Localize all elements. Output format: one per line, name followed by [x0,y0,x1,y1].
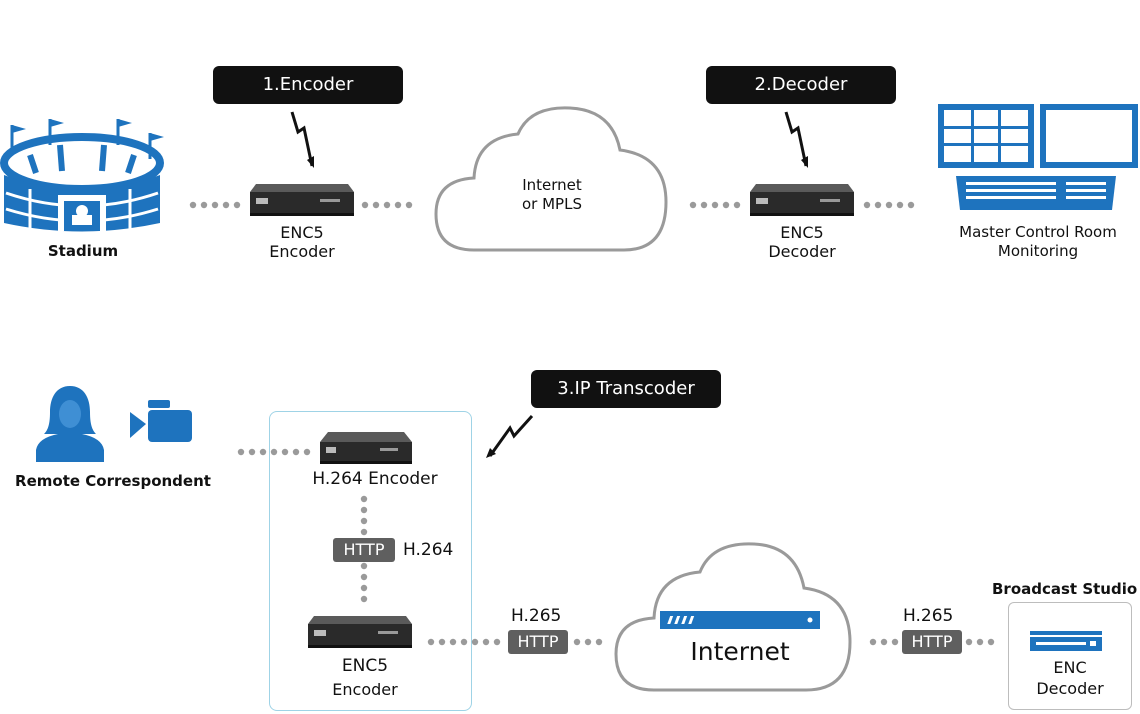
cloud-line1-label: Internet [522,176,582,194]
dotted-connector [689,201,741,209]
h264-protocol-label: H.264 [403,540,454,560]
dotted-connector [237,448,311,456]
enc5-encoder-device-icon [308,616,412,648]
correspondent-label: Remote Correspondent [15,472,211,490]
step-3-transcoder-tag: 3.IP Transcoder [531,370,721,408]
vertical-dotted-connector [360,495,368,603]
cloud-line2-label: or MPLS [522,195,582,213]
dotted-connector [427,638,501,646]
decoder-name-label: ENC5 [780,223,824,242]
dotted-connector [573,638,603,646]
correspondent-person-icon [36,386,104,462]
h265-right-label: H.265 [903,606,954,626]
stadium-icon [0,119,164,232]
decoder-device-icon [1030,631,1102,651]
router-device-icon [660,611,820,629]
decoder-role-label: Decoder [768,242,836,261]
dotted-connector [869,638,899,646]
encoder-role-label: Encoder [269,242,335,261]
enc5-role-label: Encoder [332,680,398,699]
enc5-name-label: ENC5 [341,656,389,676]
dotted-connector [361,201,413,209]
monitoring-workstation-icon [938,104,1138,210]
broadcast-studio-title: Broadcast Studio [992,580,1138,598]
dotted-connector [189,201,241,209]
dotted-connector [863,201,915,209]
cloud-icon [434,106,668,252]
wireless-signal-icon [486,414,534,458]
transcoder-group-box [269,411,472,711]
studio-decoder-box [1008,602,1132,710]
h264-encoder-label: H.264 Encoder [312,469,438,489]
studio-decoder-line2: Decoder [1036,679,1104,698]
internet-label: Internet [690,637,790,666]
step-2-decoder-tag: 2.Decoder [706,66,896,104]
http-right-badge: HTTP [902,630,962,654]
h265-left-label: H.265 [511,606,562,626]
studio-decoder-line1: ENC [1053,658,1087,677]
wireless-signal-icon [290,111,314,168]
h264-encoder-device-icon [320,432,412,464]
http-left-badge: HTTP [508,630,568,654]
mcr-line1-label: Master Control Room [959,223,1117,241]
video-camera-icon [130,400,192,442]
http-protocol-badge: HTTP [333,538,395,562]
dotted-connector [965,638,995,646]
step-1-encoder-tag: 1.Encoder [213,66,403,104]
encoder-name-label: ENC5 [280,223,324,242]
mcr-line2-label: Monitoring [997,242,1079,260]
wireless-signal-icon [784,111,808,168]
decoder-device-icon [750,184,854,216]
stadium-label: Stadium [47,242,119,260]
encoder-device-icon [250,184,354,216]
